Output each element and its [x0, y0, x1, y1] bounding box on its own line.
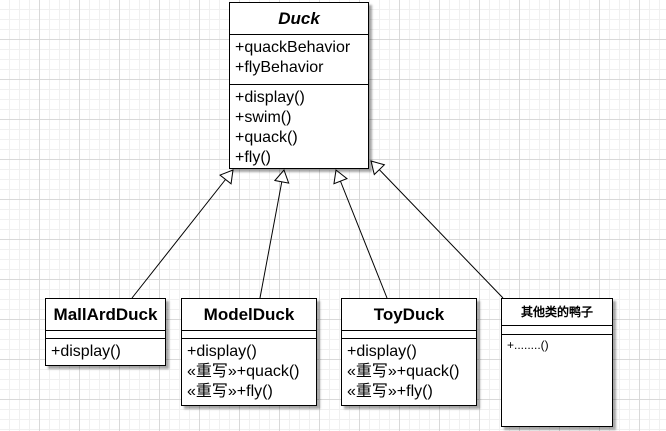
edge-other-to-duck	[370, 160, 504, 299]
edge-model-to-duck	[259, 169, 290, 299]
class-other-ducks[interactable]: 其他类的鸭子 +........()	[501, 298, 613, 427]
class-toy-duck[interactable]: ToyDuck +display() «重写»+quack() «重写»+fly…	[341, 298, 477, 406]
class-name: MallArdDuck	[46, 299, 165, 331]
class-name: ModelDuck	[182, 299, 316, 331]
method: «重写»+quack()	[347, 363, 460, 380]
class-mallard-duck[interactable]: MallArdDuck +display()	[45, 298, 166, 366]
attributes-section	[502, 326, 612, 335]
method: «重写»+quack()	[187, 363, 300, 380]
class-name: ToyDuck	[342, 299, 476, 331]
method: +display()	[235, 89, 305, 106]
methods-section: +display() +swim() +quack() +fly()	[230, 85, 368, 168]
methods-section: +display()	[46, 339, 165, 362]
method: +display()	[51, 343, 121, 360]
attribute: +quackBehavior	[235, 39, 351, 56]
class-name: Duck	[230, 3, 368, 35]
class-name: 其他类的鸭子	[502, 299, 612, 326]
class-duck[interactable]: Duck +quackBehavior +flyBehavior +displa…	[229, 2, 369, 169]
class-model-duck[interactable]: ModelDuck +display() «重写»+quack() «重写»+f…	[181, 298, 317, 406]
attributes-section	[342, 331, 476, 339]
edge-toy-to-duck	[333, 169, 388, 299]
method: +display()	[187, 343, 257, 360]
methods-section: +display() «重写»+quack() «重写»+fly()	[182, 339, 316, 402]
methods-section: +display() «重写»+quack() «重写»+fly()	[342, 339, 476, 402]
method: +display()	[347, 343, 417, 360]
attributes-section	[46, 331, 165, 339]
method: «重写»+fly()	[187, 383, 273, 400]
method: +........()	[507, 338, 549, 352]
method: +quack()	[235, 129, 298, 146]
attributes-section: +quackBehavior +flyBehavior	[230, 35, 368, 85]
attributes-section	[182, 331, 316, 339]
method: +fly()	[235, 149, 271, 166]
attribute: +flyBehavior	[235, 59, 324, 76]
method: «重写»+fly()	[347, 383, 433, 400]
methods-section: +........()	[502, 335, 612, 352]
method: +swim()	[235, 109, 292, 126]
edge-mallard-to-duck	[131, 169, 234, 299]
